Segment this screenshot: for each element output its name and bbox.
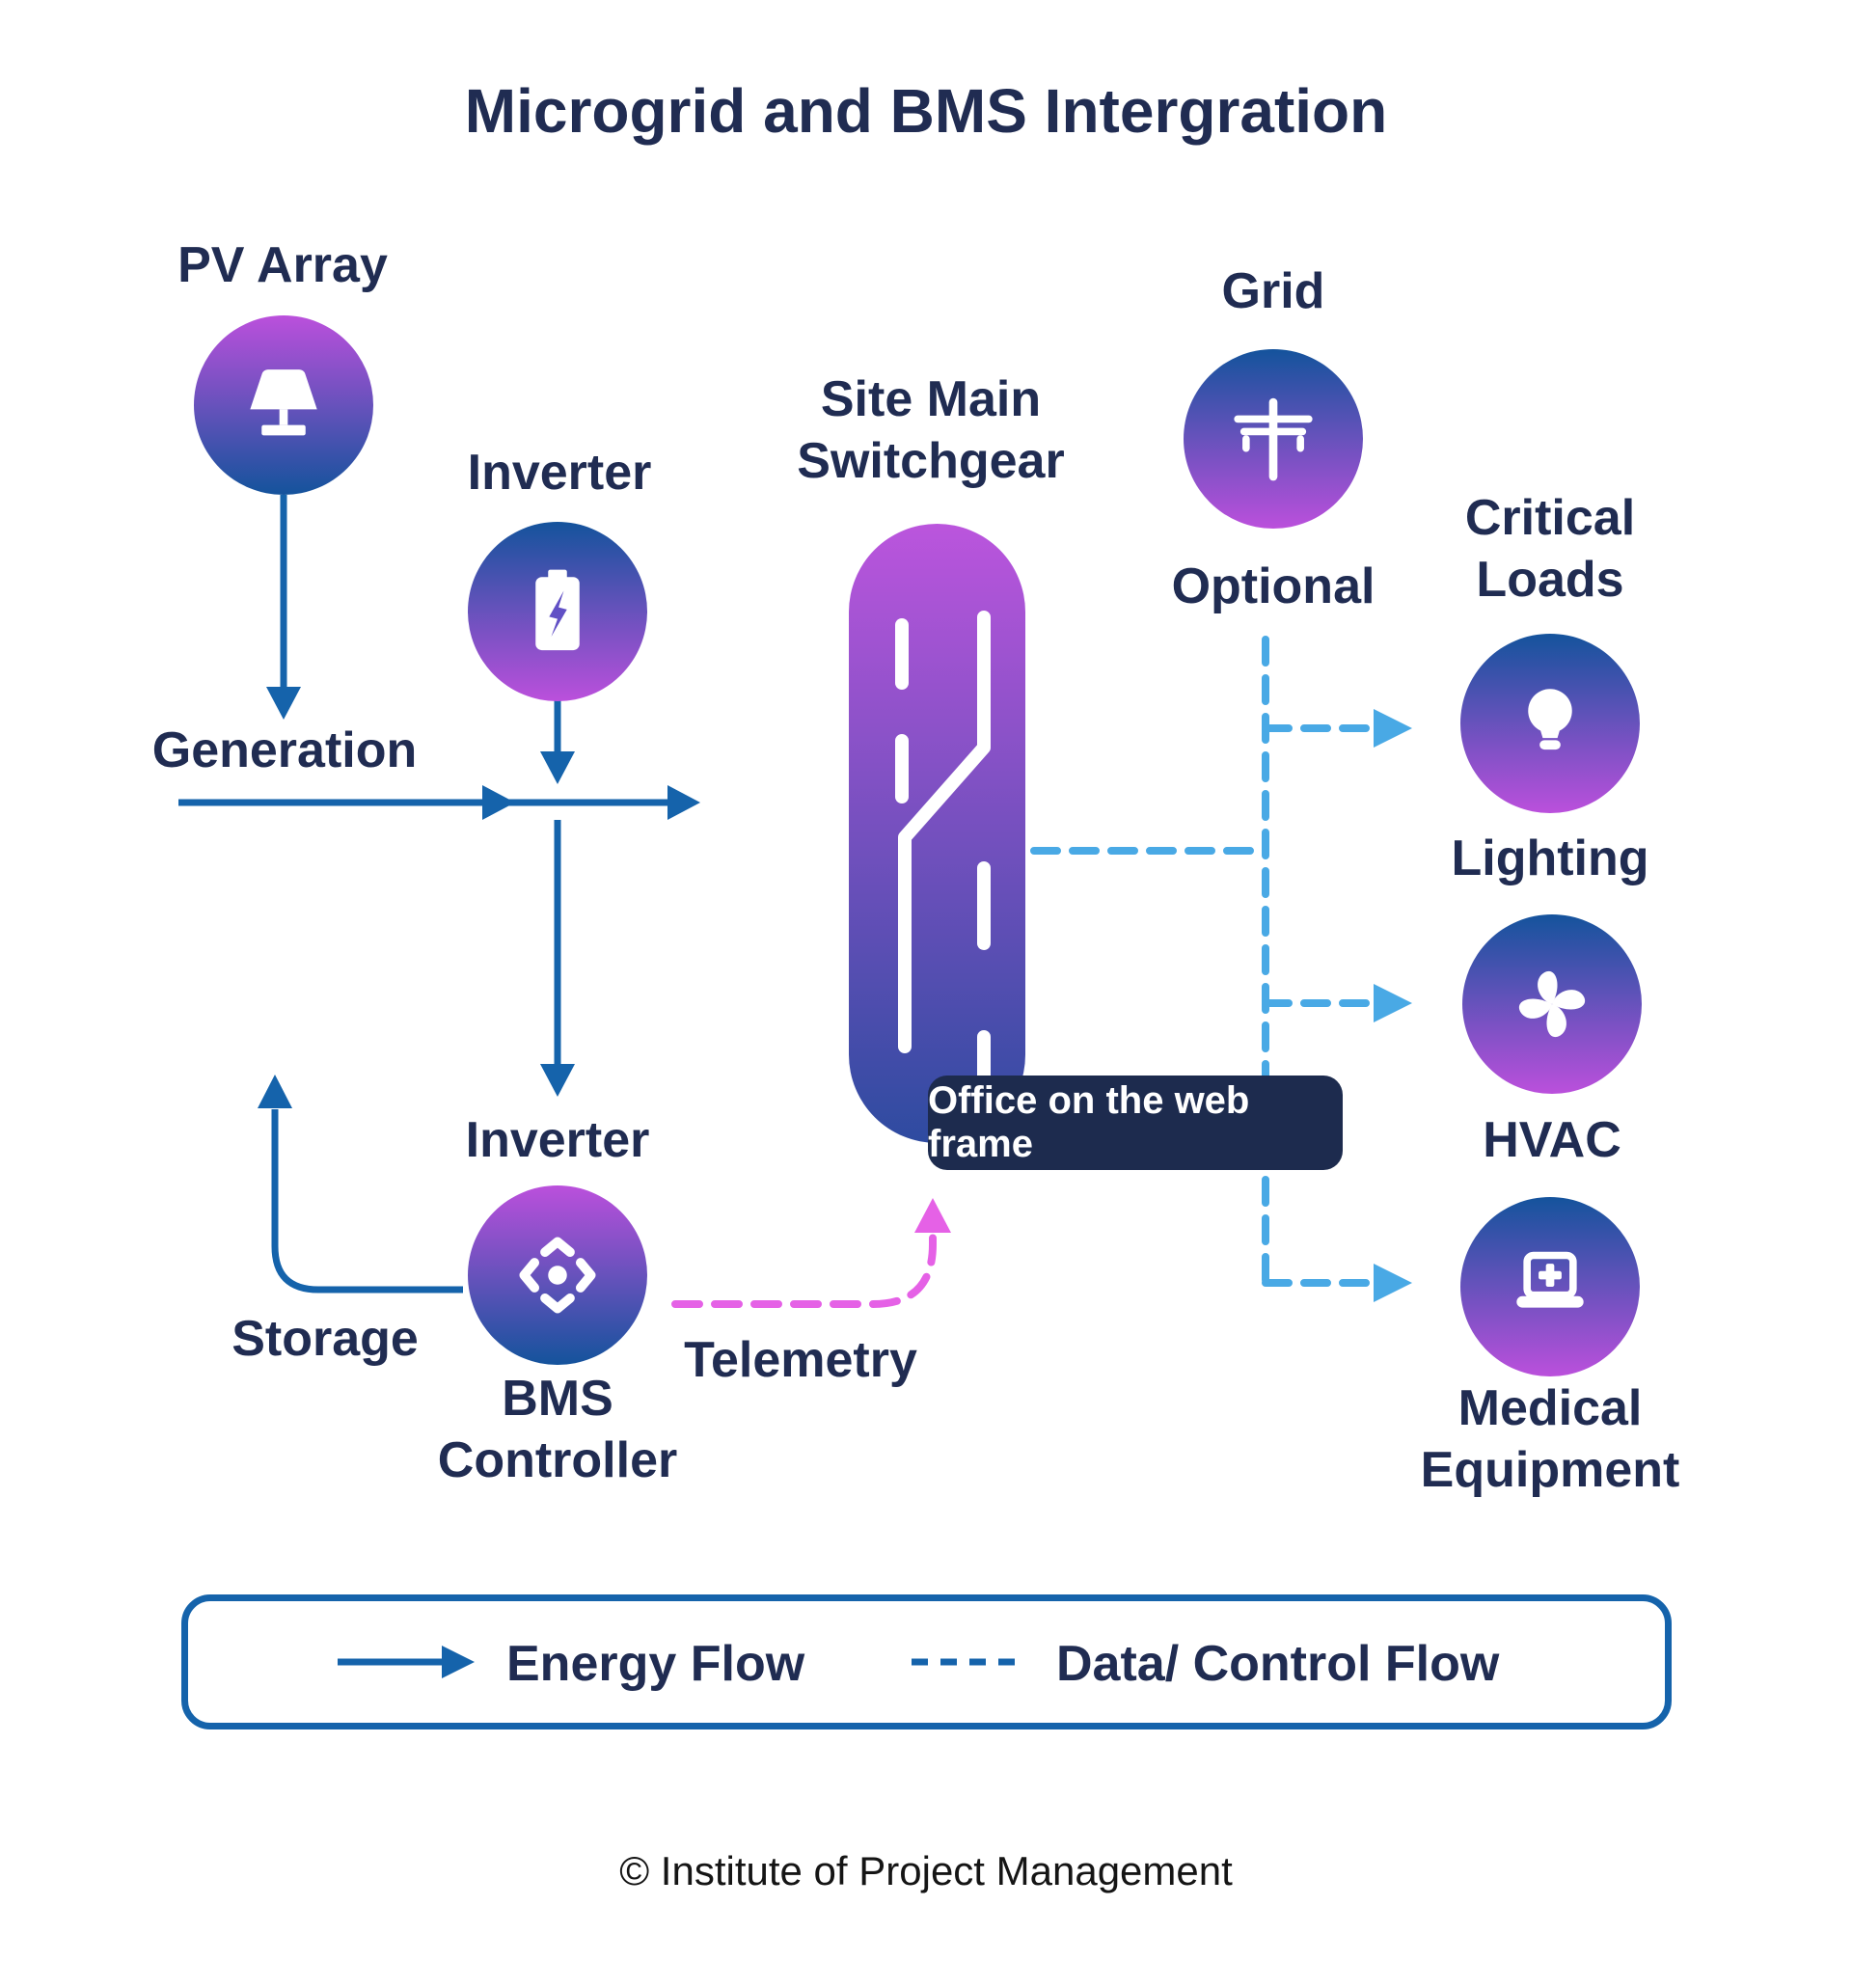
lighting-node	[1460, 634, 1640, 813]
legend-data-label: Data/ Control Flow	[1056, 1636, 1500, 1692]
lightbulb-icon	[1500, 673, 1600, 774]
telemetry-arrow	[671, 1198, 951, 1308]
critical-loads-label: Critical Loads	[1464, 490, 1636, 609]
hvac-label: HVAC	[1483, 1112, 1621, 1168]
medical-label: Medical Equipment	[1420, 1380, 1680, 1499]
tooltip: Office on the web frame	[928, 1076, 1343, 1170]
legend-energy-label: Energy Flow	[506, 1636, 805, 1692]
lamp-icon	[233, 355, 334, 455]
copyright-text: © Institute of Project Management	[619, 1848, 1233, 1893]
lighting-label: Lighting	[1451, 831, 1649, 886]
utility-pole-icon	[1223, 389, 1323, 489]
pv-array-label: PV Array	[177, 237, 388, 293]
bms-node	[468, 1185, 647, 1365]
fan-icon	[1502, 954, 1602, 1054]
legend-energy-arrow	[338, 1646, 475, 1678]
bms-inverter-label: Inverter	[465, 1112, 650, 1168]
energy-flow-arrows	[178, 495, 700, 1294]
switchgear-label: Site Main Switchgear	[797, 371, 1065, 490]
grid-label: Grid	[1221, 263, 1325, 319]
medical-laptop-icon	[1500, 1237, 1600, 1337]
data-flow-lines	[1030, 636, 1412, 1302]
inverter-top-label: Inverter	[467, 445, 652, 501]
grid-optional-label: Optional	[1171, 558, 1375, 614]
dpad-move-icon	[507, 1225, 608, 1325]
battery-charging-icon	[507, 561, 608, 662]
legend-box	[181, 1594, 1672, 1729]
switchgear-node	[849, 524, 1025, 1143]
bms-controller-label: BMS Controller	[437, 1371, 678, 1489]
telemetry-label: Telemetry	[684, 1332, 917, 1388]
grid-node	[1184, 349, 1363, 529]
medical-node	[1460, 1197, 1640, 1376]
generation-label: Generation	[151, 722, 418, 778]
pv-array-node	[194, 315, 373, 495]
hvac-node	[1462, 914, 1642, 1094]
storage-label: Storage	[232, 1311, 419, 1367]
inverter-top-node	[468, 522, 647, 701]
page-title: Microgrid and BMS Intergration	[464, 76, 1388, 146]
